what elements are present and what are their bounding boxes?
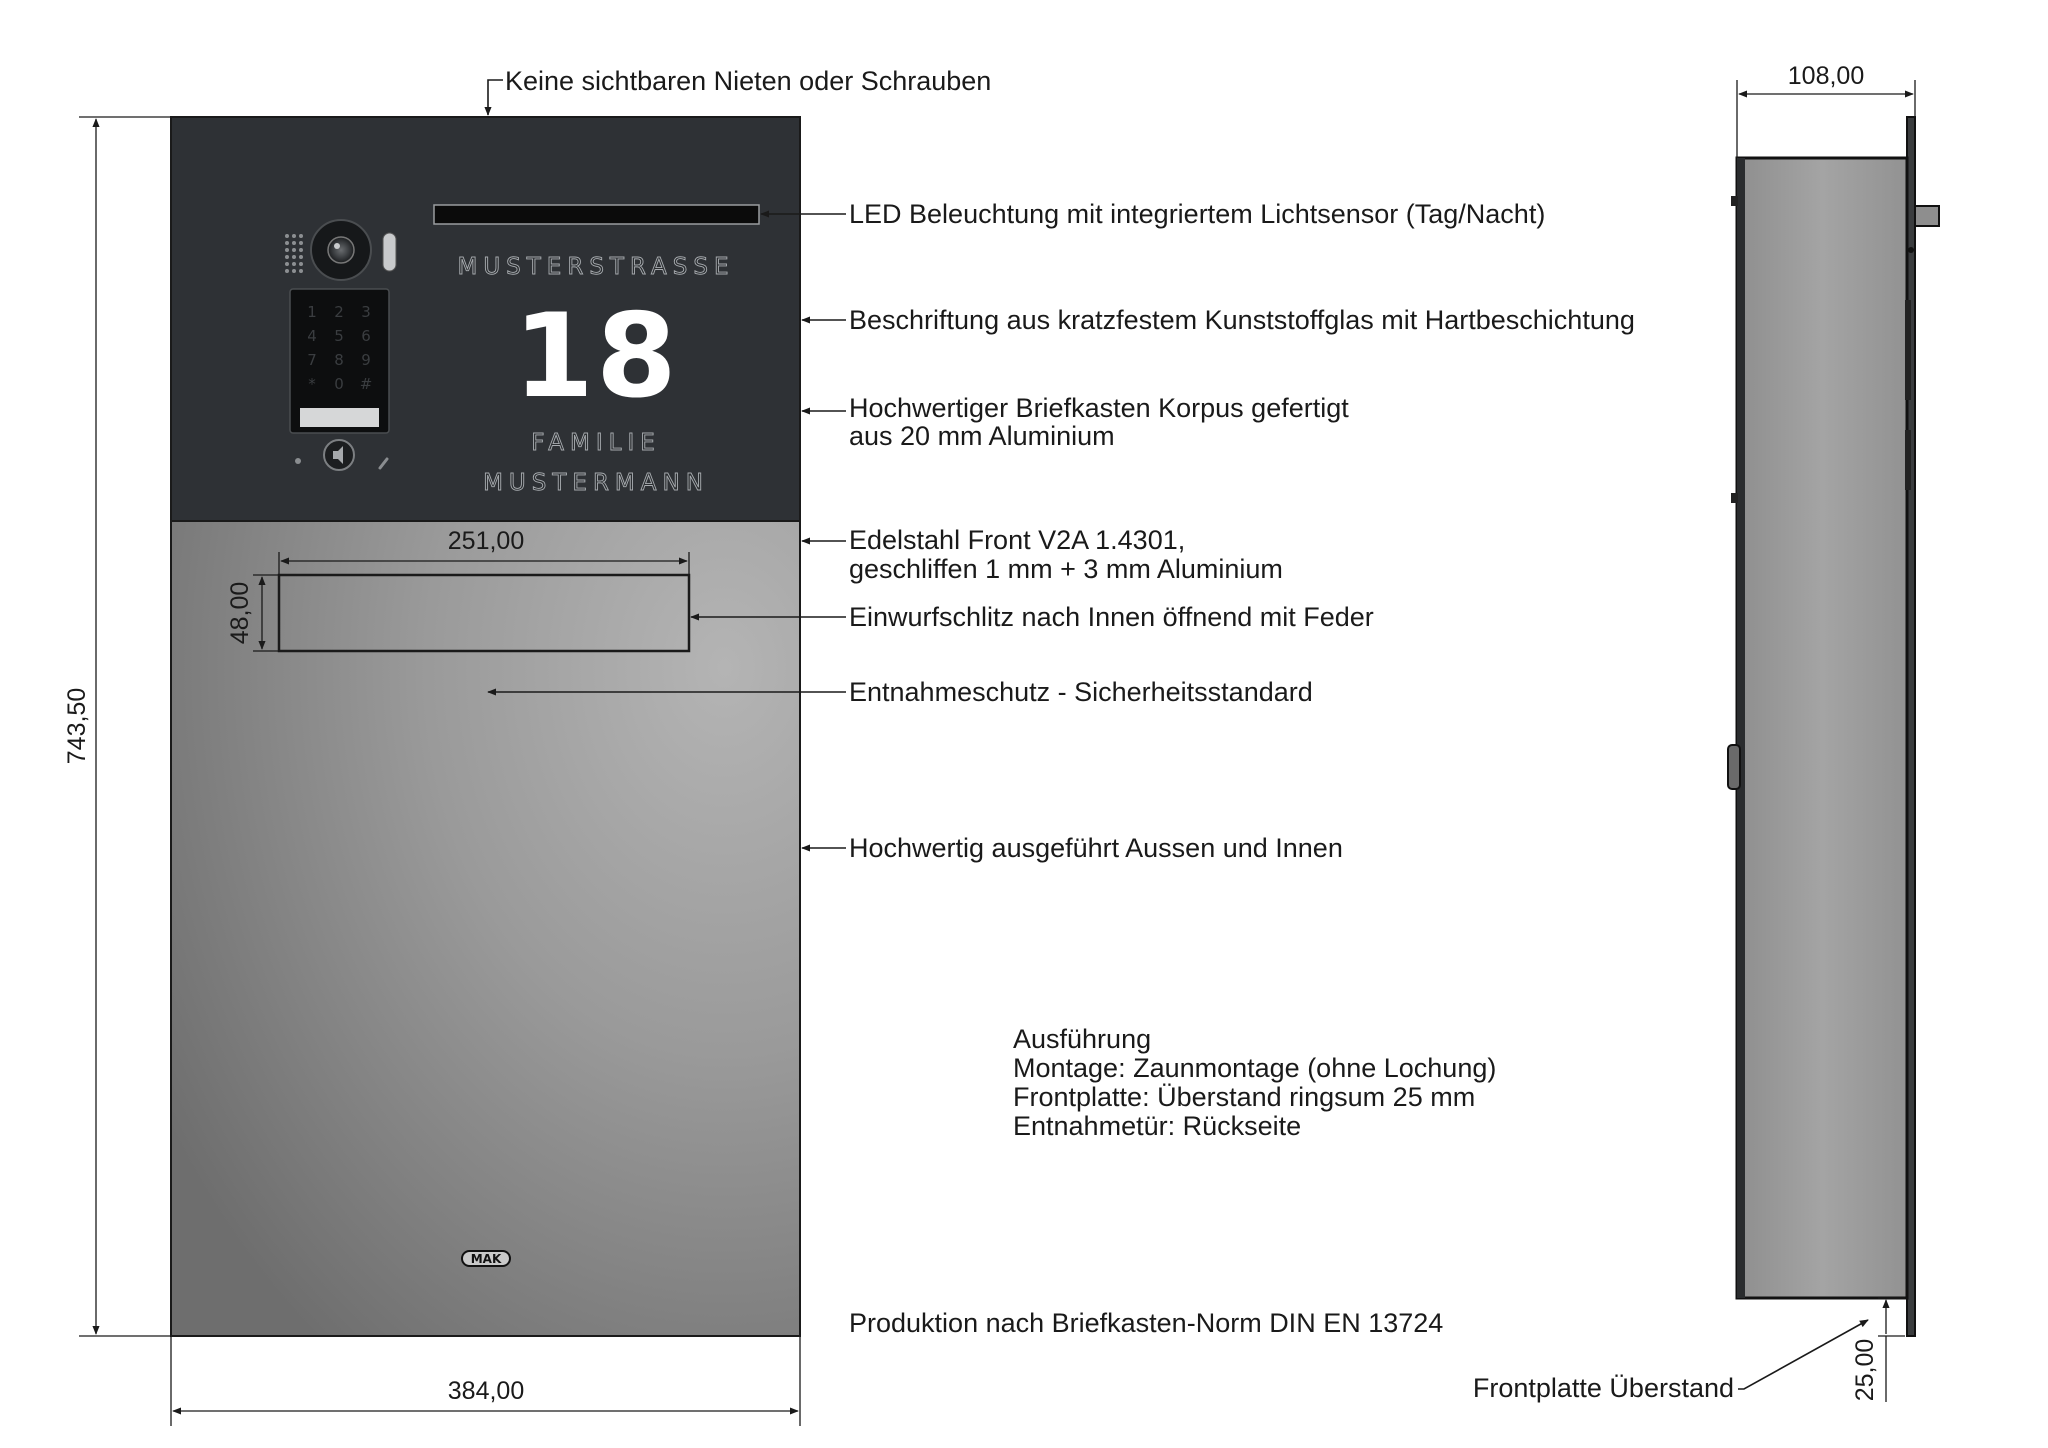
light-sensor-icon bbox=[382, 232, 397, 272]
callout-front-line2: geschliffen 1 mm + 3 mm Aluminium bbox=[849, 554, 1283, 584]
family-label: FAMILIE bbox=[531, 430, 661, 456]
speaker-grille-icon bbox=[285, 234, 303, 273]
callout-norm: Produktion nach Briefkasten-Norm DIN EN … bbox=[849, 1308, 1443, 1338]
side-back-edge bbox=[1737, 158, 1745, 1298]
depth-dimension: 108,00 bbox=[1788, 62, 1864, 90]
keypad-key: 3 bbox=[361, 303, 371, 321]
side-hinge-top bbox=[1731, 196, 1738, 206]
keypad-key: * bbox=[308, 375, 316, 393]
side-lock bbox=[1727, 744, 1741, 790]
side-body bbox=[1735, 156, 1909, 1300]
dark-top-panel bbox=[170, 116, 801, 522]
brand-logo: MAK bbox=[461, 1250, 511, 1267]
name-tag bbox=[300, 408, 379, 427]
keypad-key: # bbox=[360, 375, 373, 393]
slot-width-dimension: 251,00 bbox=[448, 527, 524, 555]
house-number: 18 bbox=[513, 289, 678, 424]
side-hinge-mid bbox=[1731, 493, 1738, 503]
side-dimensions: 108,00 25,00 Frontplatte Überstand bbox=[1473, 62, 1916, 1403]
spec-front-plate: Frontplatte: Überstand ringsum 25 mm bbox=[1013, 1082, 1475, 1112]
side-view bbox=[1727, 116, 1940, 1337]
surname-label: MUSTERMANN bbox=[483, 470, 709, 496]
spec-block: Ausführung Montage: Zaunmontage (ohne Lo… bbox=[1013, 1024, 1496, 1141]
street-label: MUSTERSTRASSE bbox=[457, 254, 734, 280]
svg-text:MAK: MAK bbox=[471, 1252, 502, 1266]
bell-icon bbox=[333, 446, 343, 464]
slot-height-dimension: 48,00 bbox=[226, 582, 254, 645]
callout-quality: Hochwertig ausgeführt Aussen und Innen bbox=[849, 833, 1343, 863]
keypad-key: 9 bbox=[361, 351, 371, 369]
keypad-key: 5 bbox=[334, 327, 344, 345]
overhang-dimension: 25,00 bbox=[1851, 1339, 1879, 1402]
callout-removal-protection: Entnahmeschutz - Sicherheitsstandard bbox=[849, 677, 1313, 707]
callout-body-line1: Hochwertiger Briefkasten Korpus gefertig… bbox=[849, 393, 1349, 423]
callout-overhang: Frontplatte Überstand bbox=[1473, 1373, 1734, 1403]
spec-removal-door: Entnahmetür: Rückseite bbox=[1013, 1111, 1301, 1141]
side-led-protrusion bbox=[1914, 205, 1940, 227]
front-dimensions: 743,50 384,00 251,00 48,00 bbox=[63, 116, 801, 1426]
microphone-icon bbox=[295, 458, 301, 464]
keypad-key: 7 bbox=[307, 351, 317, 369]
mail-slot bbox=[277, 573, 691, 653]
nfc-icon bbox=[378, 457, 389, 470]
callout-front-line1: Edelstahl Front V2A 1.4301, bbox=[849, 525, 1185, 555]
callout-led: LED Beleuchtung mit integriertem Lichtse… bbox=[849, 199, 1545, 229]
side-module-edge-2 bbox=[1905, 430, 1911, 490]
callout-lettering: Beschriftung aus kratzfestem Kunststoffg… bbox=[849, 305, 1635, 335]
callouts: Keine sichtbaren Nieten oder Schrauben L… bbox=[484, 66, 1635, 1338]
width-dimension: 384,00 bbox=[448, 1377, 524, 1405]
callout-body-line2: aus 20 mm Aluminium bbox=[849, 421, 1115, 451]
callout-slot: Einwurfschlitz nach Innen öffnend mit Fe… bbox=[849, 602, 1374, 632]
spec-mounting: Montage: Zaunmontage (ohne Lochung) bbox=[1013, 1053, 1496, 1083]
keypad bbox=[289, 288, 390, 434]
side-module-edge bbox=[1905, 300, 1911, 400]
keypad-key: 4 bbox=[307, 327, 317, 345]
stainless-front bbox=[170, 520, 801, 1337]
keypad-key: 8 bbox=[334, 351, 344, 369]
keypad-key: 0 bbox=[334, 375, 344, 393]
callout-no-rivets: Keine sichtbaren Nieten oder Schrauben bbox=[505, 66, 991, 96]
keypad-key: 6 bbox=[361, 327, 371, 345]
keypad-key: 1 bbox=[307, 303, 317, 321]
keypad-key: 2 bbox=[334, 303, 344, 321]
height-dimension: 743,50 bbox=[63, 688, 91, 764]
spec-heading: Ausführung bbox=[1013, 1024, 1151, 1054]
led-strip bbox=[433, 204, 760, 225]
